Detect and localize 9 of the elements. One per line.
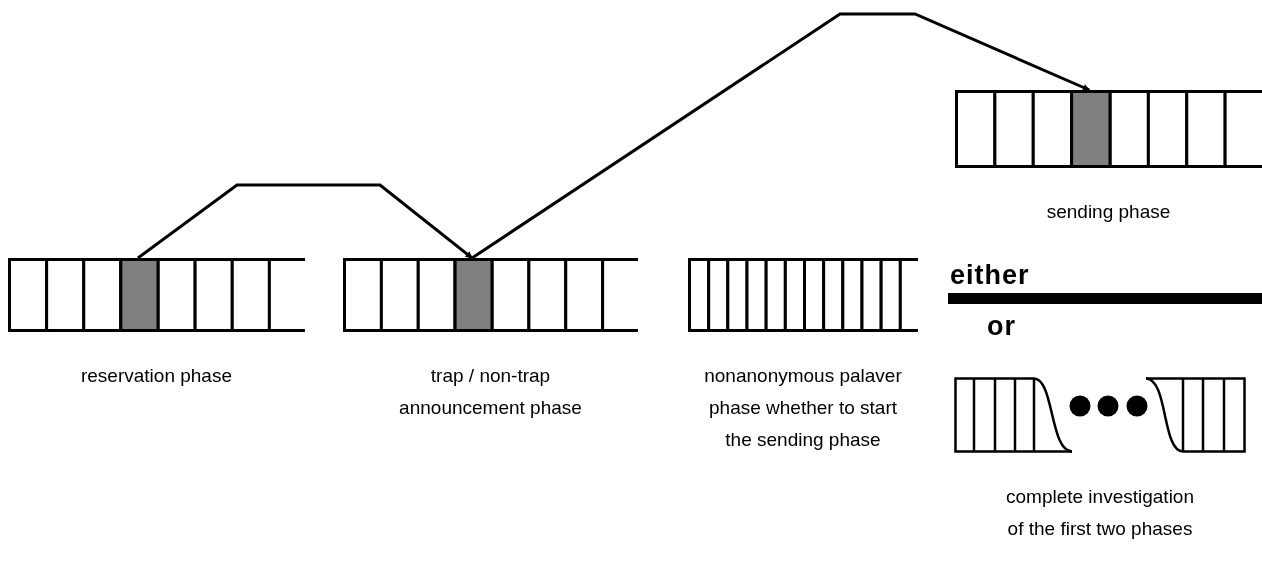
arrow <box>137 183 473 260</box>
arrow <box>471 12 1090 260</box>
choice-label: either <box>950 260 1030 291</box>
phase-caption: sending phase <box>1045 200 1172 224</box>
phase-caption: nonanonymous palaver phase whether to start the sending phase <box>703 364 903 452</box>
phase-caption: reservation phase <box>79 364 233 388</box>
phase-caption: complete investigation of the first two phases <box>1005 485 1195 541</box>
choice-label: or <box>987 311 1016 342</box>
phase-caption: trap / non-trap announcement phase <box>398 364 583 420</box>
